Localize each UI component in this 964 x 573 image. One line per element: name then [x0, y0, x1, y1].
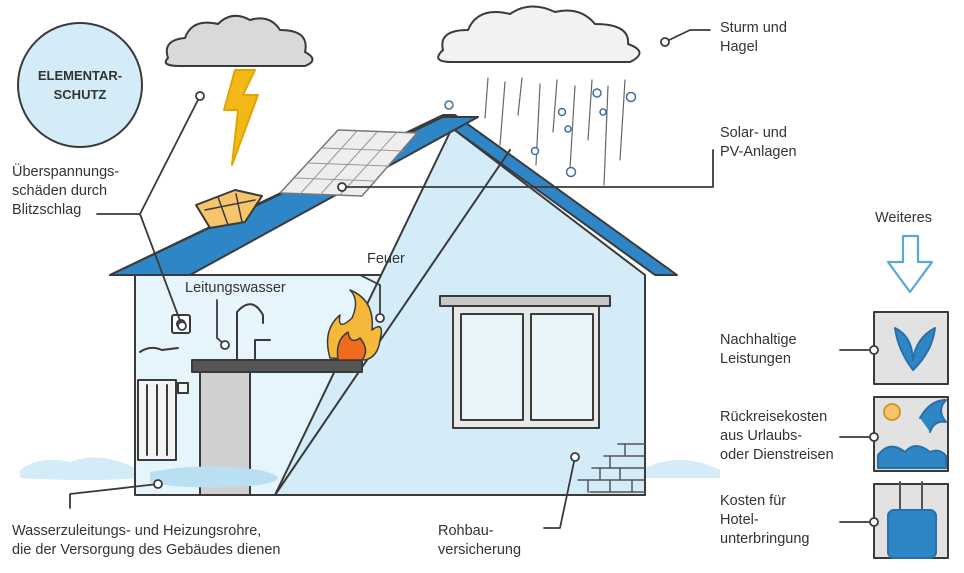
suitcase-icon: [899, 481, 923, 511]
leader-dots: [153, 37, 879, 527]
label-wasserzuleitung: Wasserzuleitungs- und Heizungsrohre, die…: [12, 523, 281, 558]
radiator: [137, 346, 189, 461]
window: [439, 295, 611, 429]
rain-lines: [484, 77, 626, 186]
beach-waves-icon: [877, 445, 947, 469]
card-nachhaltig: [873, 311, 949, 385]
label-weiteres: Weiteres: [875, 210, 932, 226]
label-rueckreise: Rückreisekosten aus Urlaubs- oder Dienst…: [720, 409, 834, 463]
floor-water: [150, 466, 278, 488]
label-solar-pv: Solar- und PV-Anlagen: [720, 125, 797, 160]
hail-stones: [444, 88, 637, 178]
label-ueberspannung: Überspannungs- schäden durch Blitzschlag: [12, 164, 120, 218]
palm-icon: [919, 399, 947, 433]
solar-panel-icon: [279, 129, 418, 197]
ground-puddle: [20, 457, 140, 480]
label-leitungswasser: Leitungswasser: [185, 280, 286, 296]
cutaway-line: [274, 149, 511, 496]
hail-cloud-icon: [437, 5, 641, 63]
faucet-icon: [236, 303, 271, 361]
roof-damage: [195, 189, 263, 229]
card-hotel: [873, 481, 949, 559]
elementarschutz-badge: ELEMENTAR- SCHUTZ: [17, 22, 143, 148]
label-nachhaltig: Nachhaltige Leistungen: [720, 332, 797, 367]
flame-icon: [326, 289, 383, 361]
leaves-icon: [894, 327, 936, 371]
label-sturm-hagel: Sturm und Hagel: [720, 20, 787, 55]
brick-wall: [577, 443, 646, 493]
storm-cloud-icon: [164, 14, 314, 67]
lightning-bolt-icon: [223, 69, 259, 166]
leader-lines: [69, 29, 875, 529]
card-rueckreise: [873, 396, 949, 472]
ground-puddle-right: [640, 460, 720, 478]
label-feuer: Feuer: [367, 251, 405, 267]
label-rohbau: Rohbau- versicherung: [438, 523, 522, 558]
arrow-down-icon: [886, 234, 934, 294]
label-hotel: Kosten für Hotel- unterbringung: [720, 493, 810, 547]
